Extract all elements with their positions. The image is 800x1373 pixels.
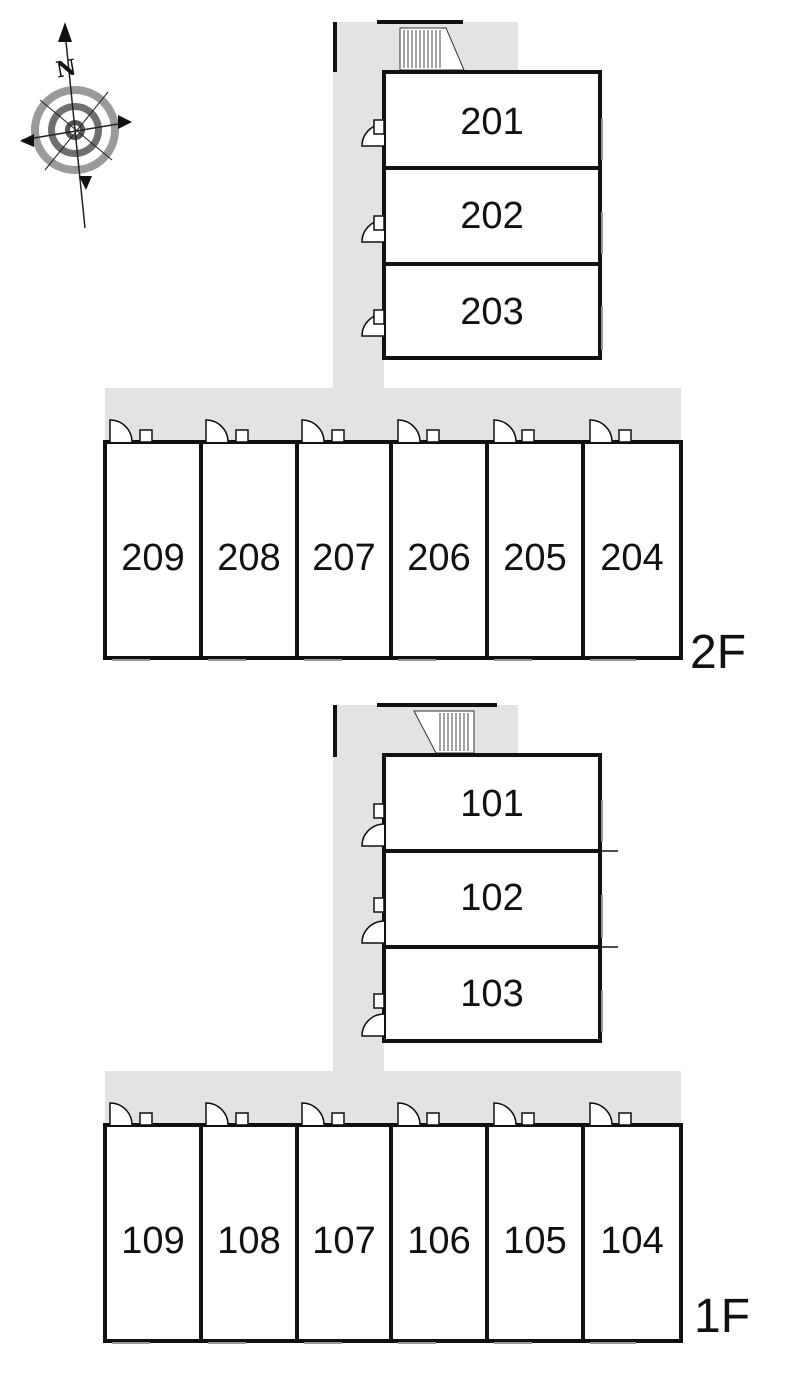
unit-209[interactable]: 209	[103, 440, 203, 660]
door-icon	[361, 803, 385, 1037]
unit-label: 209	[121, 537, 184, 579]
unit-label: 109	[121, 1220, 184, 1262]
unit-206[interactable]: 206	[389, 440, 489, 660]
unit-label: 101	[460, 783, 523, 825]
floor-1f: 101 102 103 109 108	[103, 703, 750, 1344]
unit-label: 107	[312, 1220, 375, 1262]
unit-label: 203	[460, 291, 523, 333]
unit-label: 201	[460, 101, 523, 143]
unit-104[interactable]: 104	[581, 1123, 683, 1343]
unit-label: 105	[503, 1220, 566, 1262]
unit-label: 207	[312, 537, 375, 579]
unit-207[interactable]: 207	[295, 440, 393, 660]
unit-label: 102	[460, 877, 523, 919]
door-icon	[109, 1102, 632, 1126]
unit-205[interactable]: 205	[485, 440, 585, 660]
unit-106[interactable]: 106	[389, 1123, 489, 1343]
unit-102[interactable]: 102	[382, 849, 602, 949]
unit-label: 104	[600, 1220, 663, 1262]
unit-204[interactable]: 204	[581, 440, 683, 660]
unit-label: 103	[460, 973, 523, 1015]
stair-2f	[399, 27, 465, 71]
compass-rose-icon: N	[20, 22, 132, 229]
unit-105[interactable]: 105	[485, 1123, 585, 1343]
unit-label: 106	[407, 1220, 470, 1262]
unit-103[interactable]: 103	[382, 945, 602, 1043]
unit-label: 202	[460, 195, 523, 237]
unit-202[interactable]: 202	[382, 166, 602, 266]
unit-label: 204	[600, 537, 663, 579]
unit-label: 206	[407, 537, 470, 579]
floor-label-2f: 2F	[690, 626, 746, 679]
corridor-2f	[105, 22, 681, 442]
corridor-1f	[105, 705, 681, 1125]
unit-label: 208	[217, 537, 280, 579]
compass-north-label: N	[54, 54, 78, 83]
unit-203[interactable]: 203	[382, 262, 602, 360]
unit-108[interactable]: 108	[199, 1123, 299, 1343]
door-icon	[109, 419, 632, 443]
unit-101[interactable]: 101	[382, 753, 602, 853]
unit-109[interactable]: 109	[103, 1123, 203, 1343]
floor-label-1f: 1F	[694, 1290, 750, 1343]
unit-label: 108	[217, 1220, 280, 1262]
door-icon	[361, 119, 385, 337]
unit-label: 205	[503, 537, 566, 579]
floor-2f: 201 202 203 209 208	[103, 20, 746, 679]
unit-107[interactable]: 107	[295, 1123, 393, 1343]
unit-208[interactable]: 208	[199, 440, 299, 660]
unit-201[interactable]: 201	[382, 70, 602, 170]
